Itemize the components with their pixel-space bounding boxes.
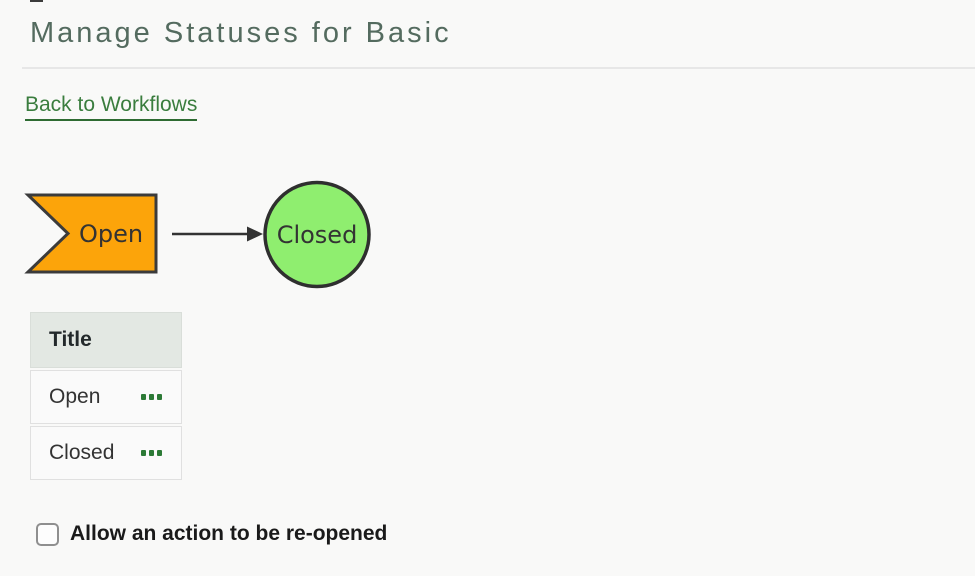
top-edge-mark <box>30 0 43 2</box>
table-header-title: Title <box>30 312 182 368</box>
reopen-checkbox[interactable] <box>36 522 59 546</box>
status-title: Closed <box>49 441 115 464</box>
circle-shape[interactable] <box>263 180 371 289</box>
table-row: Closed <box>30 426 182 480</box>
table-row: Open <box>30 370 182 424</box>
arrowhead-icon <box>247 226 263 242</box>
status-node-closed-label: Closed <box>277 221 358 249</box>
flag-shape[interactable] <box>24 193 158 274</box>
row-menu-ellipsis-icon[interactable] <box>141 394 162 400</box>
table-header-label: Title <box>49 328 92 351</box>
status-node-open-label: Open <box>79 220 143 248</box>
statuses-table: Title Open Closed <box>30 312 182 480</box>
title-divider <box>22 67 975 69</box>
reopen-option-row: Allow an action to be re-opened <box>36 522 387 546</box>
back-to-workflows-link[interactable]: Back to Workflows <box>25 93 198 121</box>
status-node-open[interactable]: Open <box>24 193 158 274</box>
page-title: Manage Statuses for Basic <box>30 17 452 49</box>
status-title: Open <box>49 385 101 408</box>
reopen-checkbox-label[interactable]: Allow an action to be re-opened <box>70 522 388 545</box>
status-node-closed[interactable]: Closed <box>263 180 371 289</box>
row-menu-ellipsis-icon[interactable] <box>141 450 162 456</box>
transition-arrow <box>172 226 263 242</box>
workflow-diagram: Open Closed <box>24 180 371 289</box>
